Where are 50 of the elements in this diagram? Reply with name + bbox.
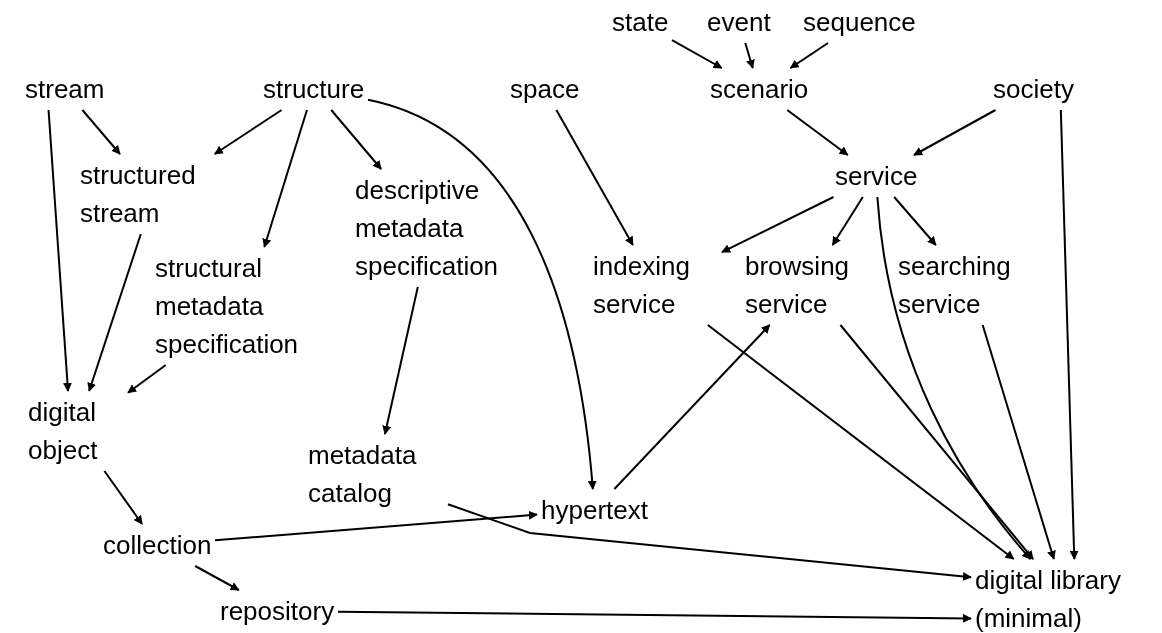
concept-label: repository <box>220 592 335 630</box>
arrow <box>839 324 1035 560</box>
arrow <box>613 324 771 490</box>
concept-label: collection <box>103 526 212 564</box>
arrow <box>706 324 1015 560</box>
arrow <box>81 109 121 155</box>
arrow <box>913 109 997 156</box>
concept-label: stream <box>25 70 105 108</box>
concept-label: event <box>707 3 771 41</box>
concept-label: service <box>835 157 918 195</box>
arrow <box>447 503 972 581</box>
arrow <box>103 470 144 525</box>
concept-label: metadata catalog <box>308 436 444 512</box>
concept-label: digital object <box>28 393 124 469</box>
concept-label: scenario <box>710 70 809 108</box>
arrow <box>194 565 240 591</box>
arrow <box>47 109 72 392</box>
concept-label: space <box>510 70 580 108</box>
arrow <box>789 42 829 69</box>
arrow <box>671 39 723 69</box>
arrow <box>213 109 283 155</box>
concept-label: structured stream <box>80 156 228 232</box>
arrow <box>127 364 167 394</box>
arrow <box>214 510 538 542</box>
concept-label: descriptive metadata specification <box>355 171 507 285</box>
arrow <box>87 233 142 392</box>
arrow <box>262 109 308 248</box>
concept-label: sequence <box>803 3 916 41</box>
arrow <box>786 109 849 156</box>
concept-label: state <box>612 3 669 41</box>
concept-label: indexing service <box>593 247 718 323</box>
arrow <box>744 42 755 69</box>
concept-label: browsing service <box>745 247 870 323</box>
arrow <box>367 98 597 490</box>
concept-label: society <box>993 70 1074 108</box>
arrow <box>382 286 419 435</box>
arrow <box>721 196 835 254</box>
concept-label: hypertext <box>541 491 648 529</box>
concept-label: searching service <box>898 247 1043 323</box>
concept-label: structural metadata specification <box>155 249 337 363</box>
arrow <box>831 196 864 246</box>
arrow <box>893 196 937 246</box>
concept-label: digital library (minimal) <box>975 561 1157 633</box>
arrow <box>555 109 634 246</box>
arrow <box>981 324 1056 560</box>
arrow <box>337 610 972 623</box>
arrow <box>1059 109 1079 560</box>
arrow <box>876 196 1032 560</box>
arrow <box>330 109 383 170</box>
concept-label: structure <box>263 70 365 108</box>
